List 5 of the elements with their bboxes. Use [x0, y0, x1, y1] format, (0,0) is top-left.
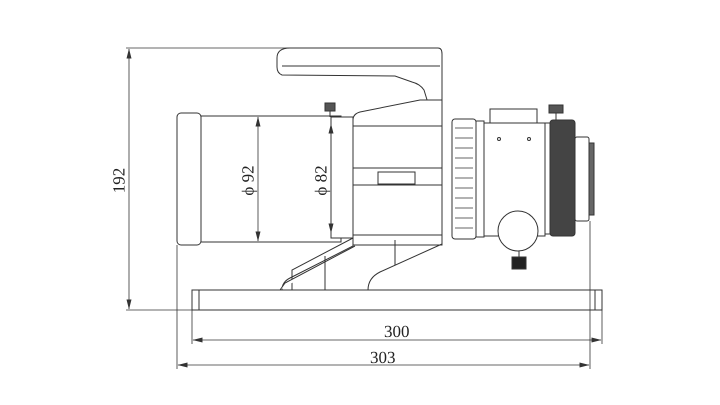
dimension-label: ϕ 82: [312, 164, 330, 196]
dimension-label: 300: [384, 322, 410, 340]
dimension-label: 192: [110, 167, 128, 193]
dimension-label: 303: [370, 348, 396, 366]
dimension-label: ϕ 92: [240, 164, 257, 196]
